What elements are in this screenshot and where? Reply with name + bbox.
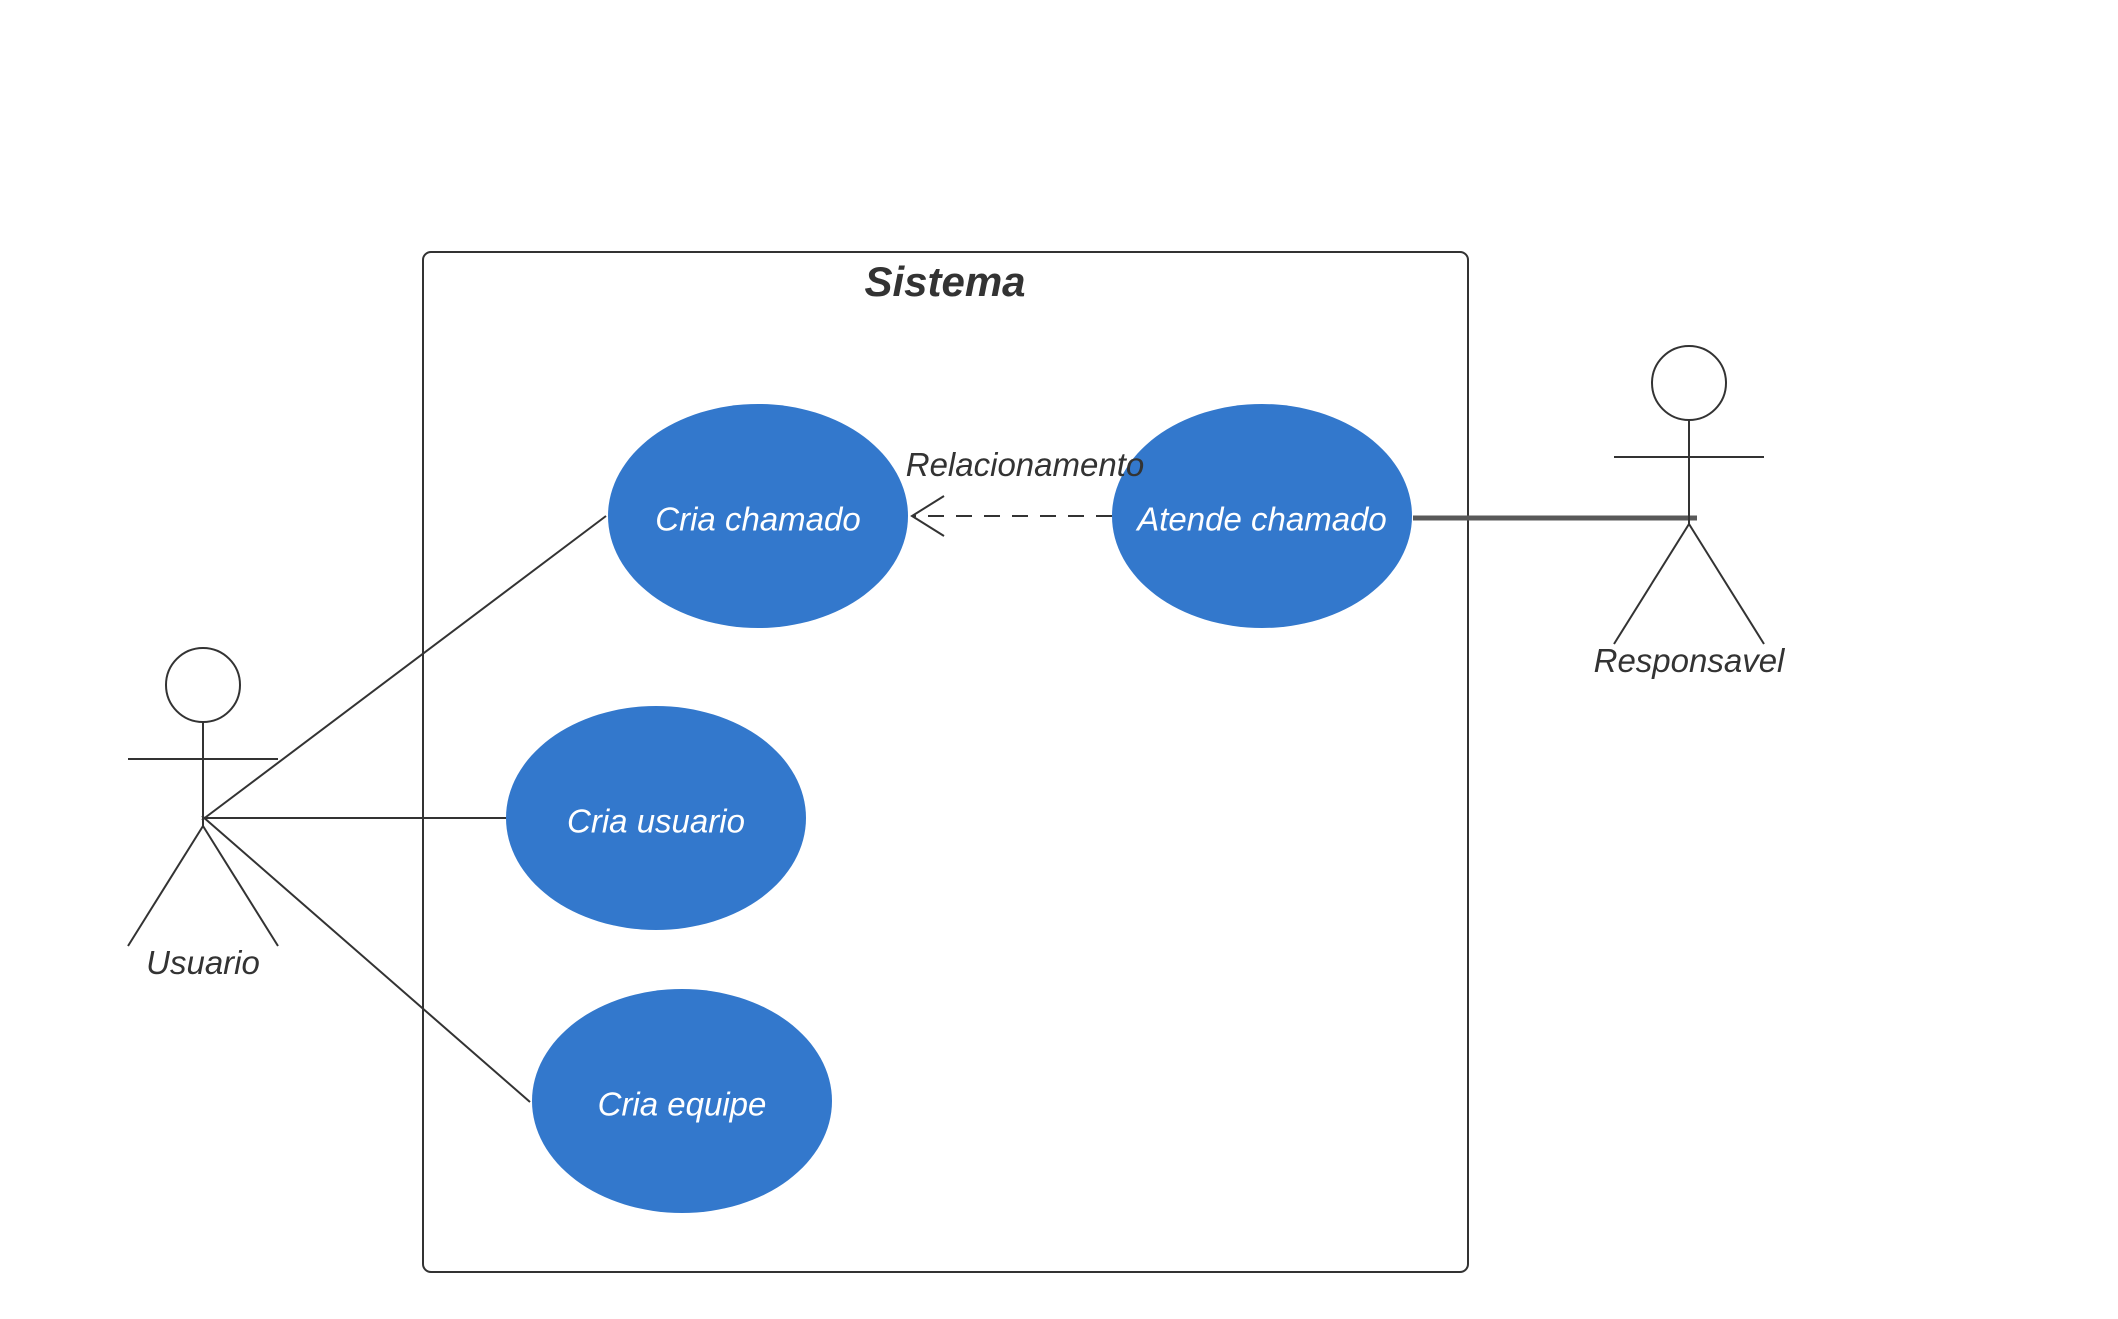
use-case-ellipse[interactable] <box>608 404 908 628</box>
system-title: Sistema <box>864 258 1025 305</box>
actor-left-leg <box>127 825 204 947</box>
use-case-ellipse[interactable] <box>506 706 806 930</box>
association-usuario-cria-equipe[interactable] <box>201 815 531 1103</box>
use-case-ellipse[interactable] <box>1112 404 1412 628</box>
actor-right-leg <box>1688 523 1765 645</box>
use-case-ellipse[interactable] <box>532 989 832 1213</box>
actor-left-leg <box>1613 523 1690 645</box>
actor-responsavel-label: Responsavel <box>1594 642 1786 679</box>
use-case-label: Cria chamado <box>655 501 860 538</box>
dependency-arrowhead <box>910 495 945 537</box>
actor-right-leg <box>202 825 279 947</box>
association-usuario-cria-chamado[interactable] <box>201 515 607 821</box>
relationship-label: Relacionamento <box>906 446 1144 483</box>
use-case-label: Atende chamado <box>1135 501 1387 538</box>
actor-head <box>1651 345 1727 421</box>
use-case-cria-equipe[interactable]: Cria equipe <box>532 989 832 1213</box>
use-case-cria-chamado[interactable]: Cria chamado <box>608 404 908 628</box>
actor-usuario[interactable] <box>127 647 279 947</box>
use-case-label: Cria usuario <box>567 803 745 840</box>
use-case-atende-chamado[interactable]: Atende chamado <box>1112 404 1412 628</box>
actor-usuario-label: Usuario <box>146 944 260 981</box>
use-case-label: Cria equipe <box>598 1086 767 1123</box>
use-case-cria-usuario[interactable]: Cria usuario <box>506 706 806 930</box>
actor-head <box>165 647 241 723</box>
actor-responsavel[interactable] <box>1613 345 1765 645</box>
